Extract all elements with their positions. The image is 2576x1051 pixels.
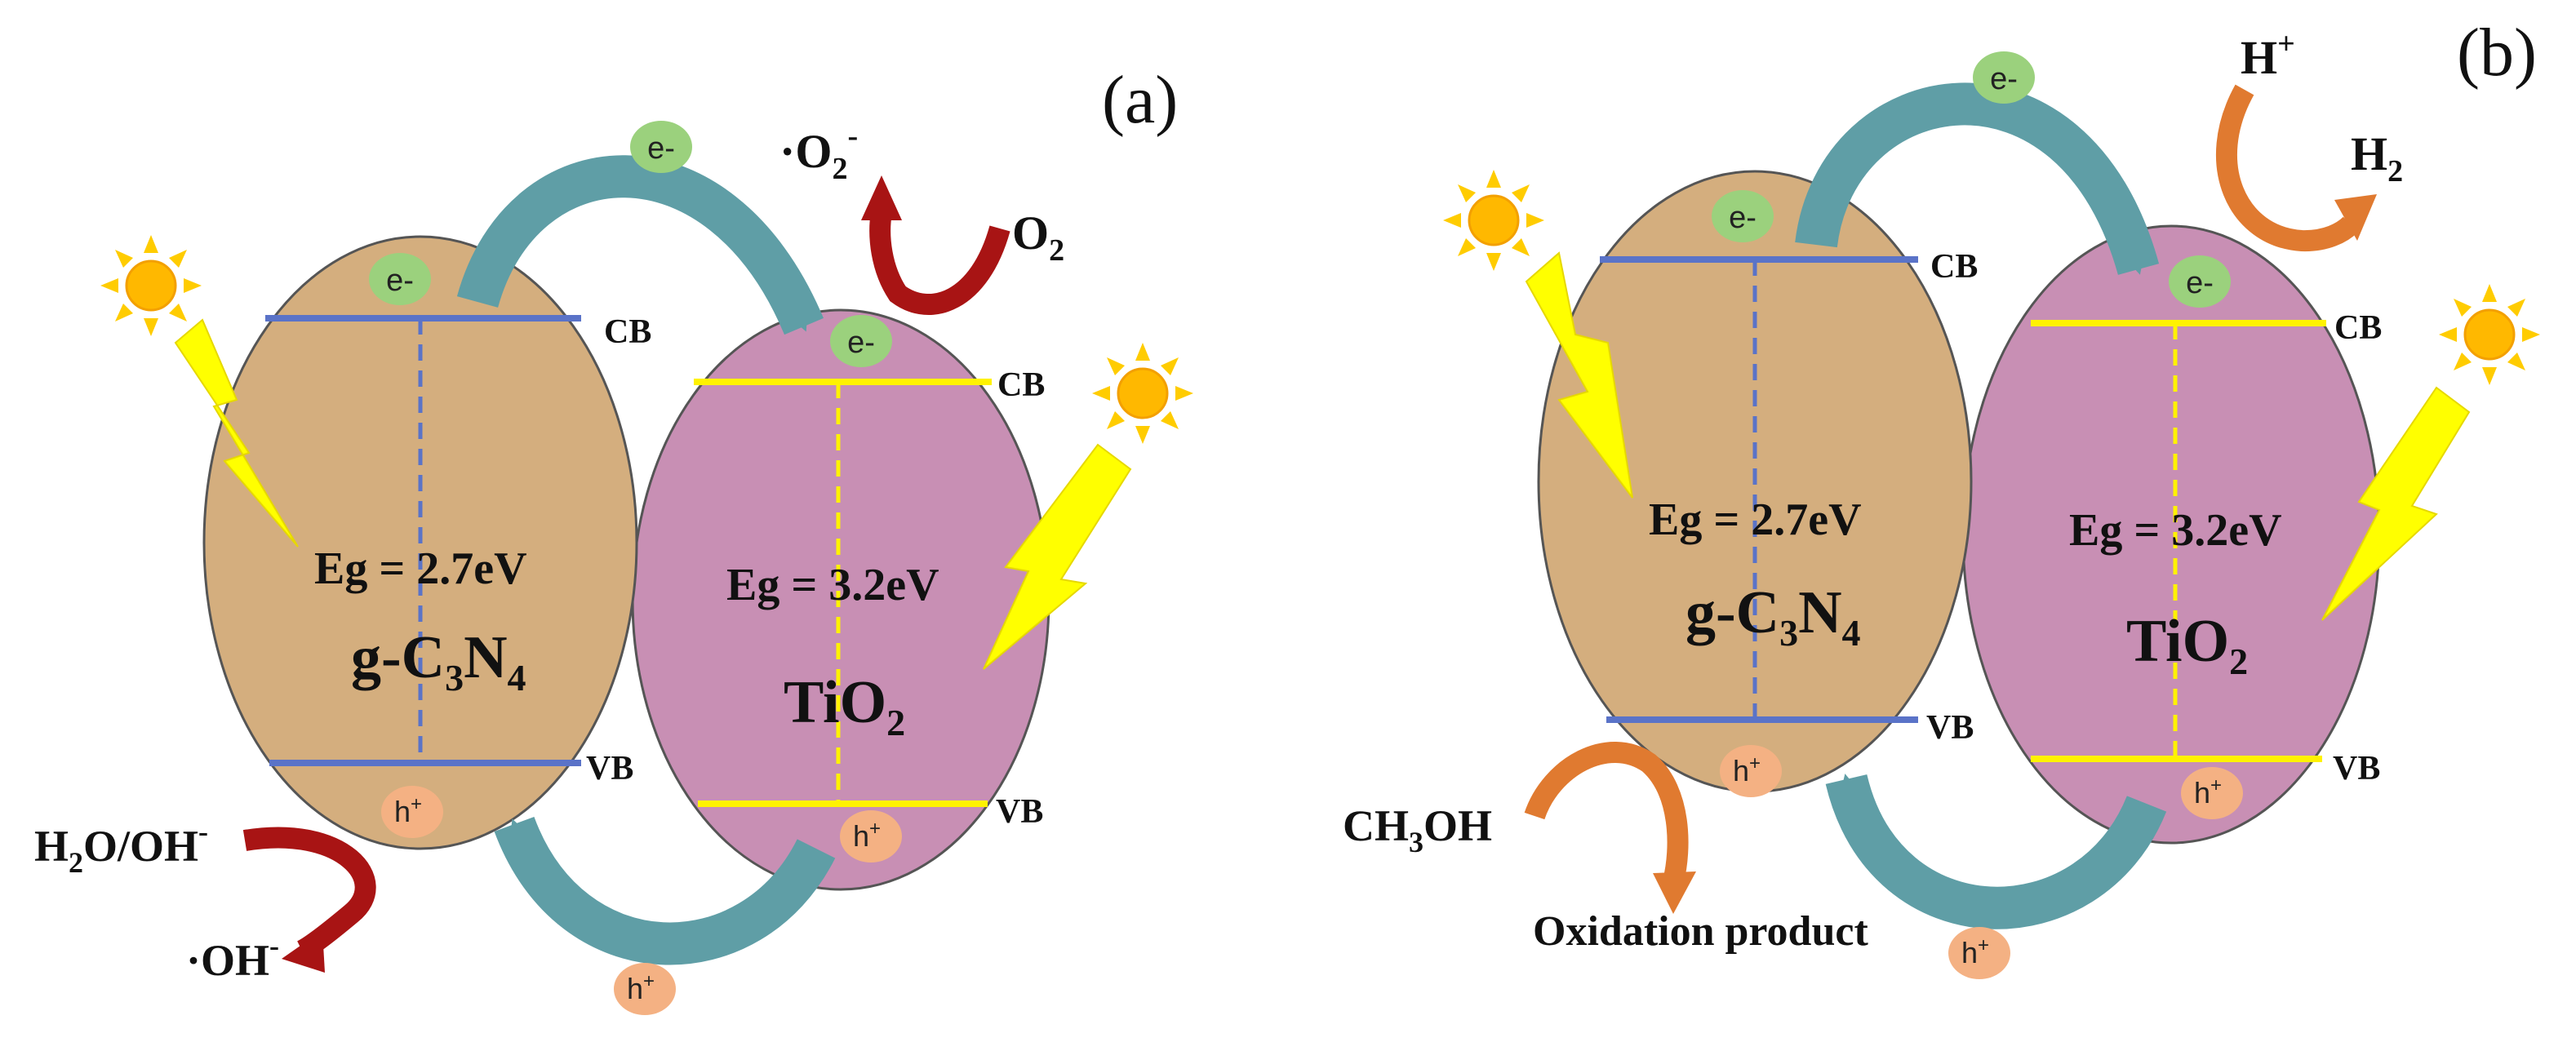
hole-badge: h+ [1720, 745, 1782, 797]
sun-icon [99, 233, 203, 338]
gcn-cb-label: CB [604, 313, 651, 351]
hole-transfer-arrow [494, 816, 836, 965]
hole-badge: h+ [2181, 767, 2243, 819]
oxidation-product-label: Oxidation product [1533, 908, 1868, 955]
gcn-eg-label: Eg = 2.7eV [1649, 494, 1862, 545]
panel-b-label: (b) [2457, 15, 2537, 91]
proton-label: H+ [2241, 27, 2295, 84]
electron-badge: e- [630, 121, 692, 173]
tio2-vb-label: VB [2333, 750, 2380, 787]
hydroxyl-label: ·OH- [186, 929, 279, 985]
svg-text:e-: e- [647, 131, 675, 166]
panel-b: (b) CB VB CB VB Eg = 2.7eV Eg = 3.2eV g-… [1343, 15, 2542, 979]
electron-badge: e- [2169, 255, 2231, 308]
hole-badge: h+ [840, 810, 902, 863]
electron-badge: e- [1712, 190, 1774, 242]
tio2-eg-label: Eg = 3.2eV [726, 560, 939, 610]
svg-text:h+: h+ [627, 970, 655, 1005]
sun-icon [2437, 282, 2542, 387]
svg-text:e-: e- [386, 264, 414, 298]
tio2-cb-label: CB [2334, 309, 2382, 347]
superoxide-label: ·O2- [779, 119, 858, 186]
gcn-vb-label: VB [586, 750, 633, 787]
methanol-oxidation-arrow [1524, 741, 1689, 885]
tio2-cb-label: CB [997, 366, 1045, 404]
hole-transfer-arrow [1825, 774, 2167, 929]
gcn-cb-label: CB [1930, 248, 1978, 286]
gcn-name: g-C3N4 [351, 624, 526, 698]
water-oxidation-arrowhead [282, 930, 325, 973]
svg-text:h+: h+ [1961, 934, 1989, 969]
hole-badge: h+ [614, 963, 676, 1015]
lightning-icon [983, 443, 1132, 670]
svg-text:e-: e- [847, 326, 875, 360]
sun-icon [1441, 168, 1546, 273]
panel-a-label: (a) [1102, 62, 1178, 138]
svg-text:h+: h+ [394, 793, 422, 828]
svg-text:h+: h+ [2194, 774, 2222, 809]
o2-reduction-arrowhead [861, 175, 902, 220]
electron-badge: e- [369, 253, 431, 305]
hole-badge: h+ [1948, 927, 2010, 979]
electron-transfer-arrow [456, 155, 824, 335]
hydrogen-evolution-arrow [2215, 84, 2359, 252]
hole-badge: h+ [381, 786, 443, 838]
electron-badge: e- [830, 315, 892, 367]
hydrogen-label: H2 [2351, 127, 2403, 188]
svg-text:e-: e- [1990, 62, 2018, 96]
methanol-label: CH3OH [1343, 801, 1492, 858]
o2-reduction-arrow [869, 210, 1010, 315]
sun-icon [1090, 341, 1195, 446]
gcn-vb-label: VB [1926, 709, 1974, 747]
o2-label: O2 [1012, 206, 1064, 268]
panel-a: (a) CB VB CB VB Eg = 2.7eV Eg = 3.2eV g-… [34, 62, 1195, 1015]
electron-transfer-arrow [1795, 82, 2160, 275]
svg-text:e-: e- [1729, 201, 1757, 235]
electron-badge: e- [1973, 51, 2035, 104]
svg-text:h+: h+ [1733, 752, 1761, 787]
tio2-name: TiO2 [2126, 608, 2248, 682]
lightning-icon [174, 318, 299, 548]
svg-text:e-: e- [2186, 266, 2214, 300]
hydrogen-evolution-arrowhead [2334, 194, 2377, 241]
water-label: H2O/OH- [34, 815, 208, 879]
tio2-name: TiO2 [784, 669, 905, 743]
gcn-name: g-C3N4 [1686, 579, 1861, 654]
gcn-eg-label: Eg = 2.7eV [314, 543, 527, 594]
lightning-icon [2321, 386, 2471, 621]
methanol-oxidation-arrowhead [1653, 871, 1696, 914]
tio2-eg-label: Eg = 3.2eV [2069, 505, 2282, 556]
lightning-icon [1525, 251, 1633, 499]
water-oxidation-arrow [242, 827, 376, 960]
tio2-vb-label: VB [996, 793, 1043, 831]
svg-text:h+: h+ [853, 818, 881, 853]
